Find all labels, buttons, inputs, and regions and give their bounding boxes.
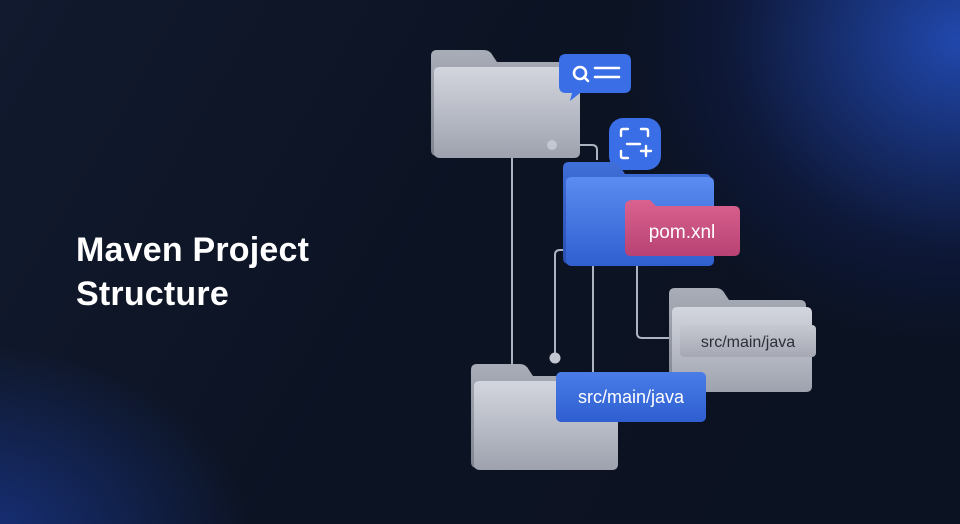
src-bottom-tag: src/main/java xyxy=(556,372,706,422)
connector-lines xyxy=(511,144,680,372)
connector-blue-to-bottom-node xyxy=(554,249,575,358)
src-right-tag: src/main/java xyxy=(680,325,816,357)
pom-file-tag: pom.xnl xyxy=(625,200,740,256)
connector-pom-to-right xyxy=(636,252,680,339)
scan-add-icon xyxy=(609,118,661,170)
search-list-icon xyxy=(559,54,631,101)
src-bottom-label: src/main/java xyxy=(578,387,685,407)
title-line-1: Maven Project xyxy=(76,231,310,269)
page-title: Maven Project Structure xyxy=(76,228,309,316)
connector-top-to-blue xyxy=(552,144,598,160)
pom-file-label: pom.xnl xyxy=(649,222,716,243)
connector-node-top xyxy=(547,140,557,150)
connector-node-bottom xyxy=(549,352,561,364)
title-line-2: Structure xyxy=(76,275,229,313)
folder-top xyxy=(431,50,580,158)
src-right-label: src/main/java xyxy=(701,334,795,351)
